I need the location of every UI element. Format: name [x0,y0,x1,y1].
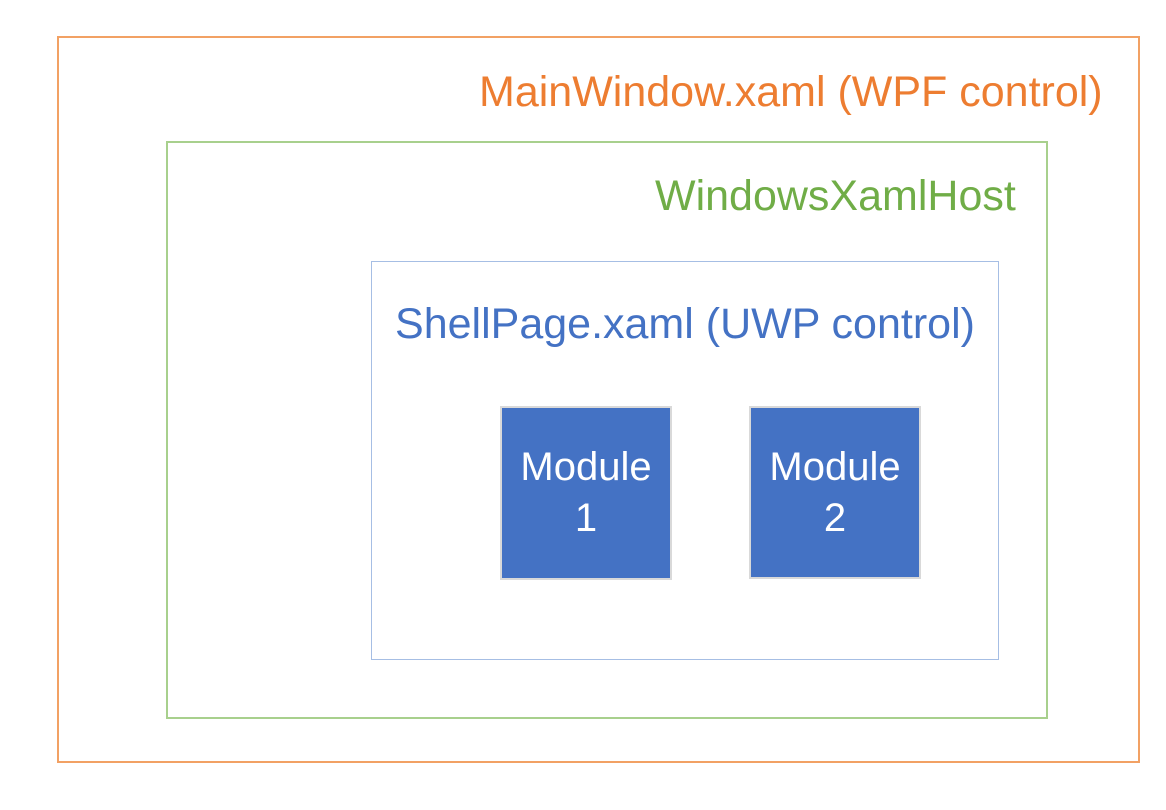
module-2-label-line1: Module [769,444,901,489]
shellpage-label: ShellPage.xaml (UWP control) [395,300,975,348]
shellpage-box: ShellPage.xaml (UWP control) Module 1 Mo… [371,261,999,660]
module-2-label-line2: 2 [823,495,847,540]
module-1-label-line1: Module [520,445,652,490]
mainwindow-label: MainWindow.xaml (WPF control) [479,68,1103,116]
windowsxamlhost-label: WindowsXamlHost [655,172,1016,220]
module-1-box: Module 1 [500,406,672,580]
module-1-label-line2: 1 [574,496,598,540]
windowsxamlhost-box: WindowsXamlHost ShellPage.xaml (UWP cont… [166,141,1048,719]
module-2-box: Module 2 [749,406,921,579]
mainwindow-box: MainWindow.xaml (WPF control) WindowsXam… [57,36,1140,763]
